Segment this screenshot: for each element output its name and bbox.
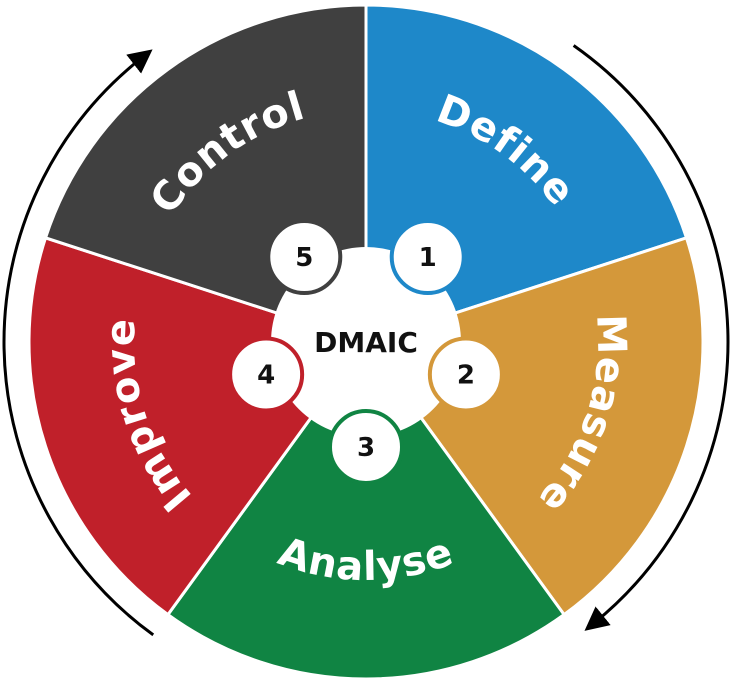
- badge-circle: [328, 409, 404, 485]
- phase-segments: [27, 3, 705, 681]
- segment-analyse: [165, 339, 567, 681]
- cycle-arrows: [2, 44, 730, 637]
- badge-number: 3: [357, 433, 375, 463]
- badge-5: 5: [266, 219, 343, 296]
- cycle-arrow-right-icon: [572, 44, 730, 631]
- badge-4: 4: [228, 336, 305, 413]
- center-label: DMAIC: [314, 326, 418, 359]
- badge-number: 5: [295, 243, 313, 273]
- badge-circle: [266, 219, 343, 296]
- cycle-arrow-left-icon: [2, 49, 155, 637]
- badge-2: 2: [427, 336, 504, 413]
- badge-circle: [427, 336, 504, 413]
- center-hub: [271, 247, 461, 437]
- phase-number-badges: 1 2 3 4 5: [228, 219, 504, 485]
- badge-number: 1: [419, 243, 437, 273]
- badge-number: 4: [257, 360, 275, 390]
- badge-1: 1: [389, 219, 466, 296]
- badge-number: 2: [457, 360, 475, 390]
- badge-circle: [228, 336, 305, 413]
- badge-3: 3: [328, 409, 404, 485]
- badge-circle: [389, 219, 466, 296]
